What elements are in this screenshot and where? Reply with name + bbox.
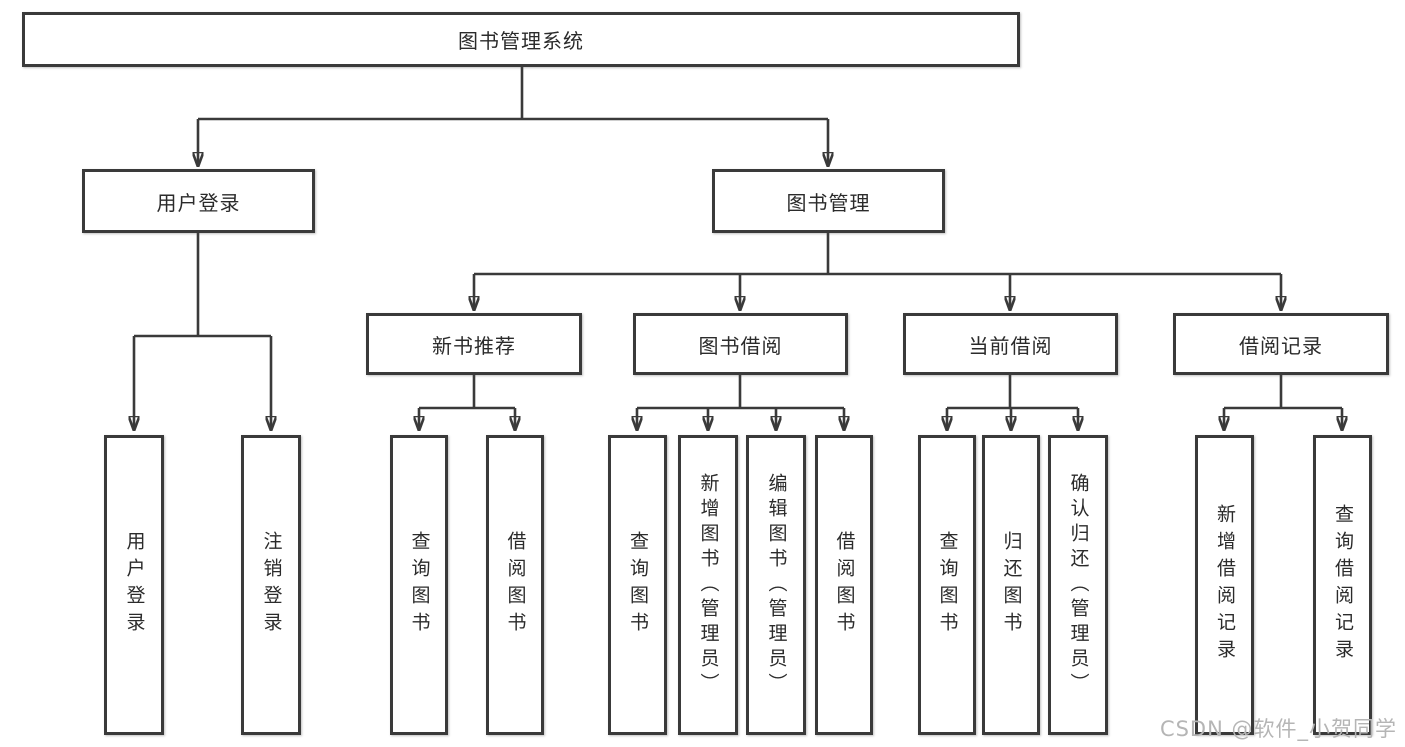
node-borrow-records-label: 借阅记录 <box>1239 333 1323 358</box>
leaf-user-login-label: 用户登录 <box>123 531 146 639</box>
connector-book-borrow-to-leaves <box>637 375 844 429</box>
leaf-user-login: 用户登录 <box>104 435 164 735</box>
node-new-book-recommend-label: 新书推荐 <box>432 333 516 358</box>
leaf-query-books-current: 查询图书 <box>918 435 976 735</box>
node-user-login-label: 用户登录 <box>156 190 241 215</box>
leaf-logout: 注销登录 <box>241 435 301 735</box>
leaf-add-books-admin-label: 新增图书（管理员） <box>697 472 720 698</box>
leaf-return-books: 归还图书 <box>982 435 1040 735</box>
leaf-logout-label: 注销登录 <box>260 531 283 639</box>
leaf-add-borrow-record-label: 新增借阅记录 <box>1214 504 1236 666</box>
connector-borrow-records-to-leaves <box>1224 375 1342 429</box>
connector-new-books-to-leaves <box>419 375 515 429</box>
leaf-edit-books-admin: 编辑图书（管理员） <box>746 435 806 735</box>
leaf-query-books-current-label: 查询图书 <box>936 531 959 639</box>
leaf-confirm-return-admin-label: 确认归还（管理员） <box>1067 472 1090 698</box>
leaf-borrow-books-label: 借阅图书 <box>833 531 856 639</box>
node-new-book-recommend: 新书推荐 <box>366 313 582 375</box>
leaf-query-borrow-record-label: 查询借阅记录 <box>1332 504 1354 666</box>
csdn-watermark: CSDN @软件_小贺同学 <box>1159 717 1397 741</box>
node-current-borrow-label: 当前借阅 <box>968 333 1053 358</box>
leaf-borrow-books: 借阅图书 <box>815 435 873 735</box>
connector-user-login-to-leaves <box>134 233 271 429</box>
node-library-system-label: 图书管理系统 <box>458 29 584 53</box>
leaf-query-books-borrow-label: 查询图书 <box>627 531 649 639</box>
node-book-management-label: 图书管理 <box>786 190 871 215</box>
node-book-borrow-label: 图书借阅 <box>698 333 783 358</box>
leaf-add-books-admin: 新增图书（管理员） <box>678 435 738 735</box>
leaf-query-books-recommend: 查询图书 <box>390 435 448 735</box>
leaf-query-borrow-record: 查询借阅记录 <box>1313 435 1372 735</box>
node-borrow-records: 借阅记录 <box>1173 313 1389 375</box>
leaf-confirm-return-admin: 确认归还（管理员） <box>1048 435 1108 735</box>
leaf-borrow-books-recommend-label: 借阅图书 <box>504 531 527 639</box>
connector-root-to-level2 <box>198 67 828 165</box>
leaf-return-books-label: 归还图书 <box>1000 531 1023 639</box>
connector-book-management-to-level3 <box>474 233 1281 309</box>
node-current-borrow: 当前借阅 <box>903 313 1118 375</box>
leaf-query-books-recommend-label: 查询图书 <box>408 531 431 639</box>
node-library-system: 图书管理系统 <box>22 12 1020 67</box>
node-user-login: 用户登录 <box>82 169 315 233</box>
leaf-borrow-books-recommend: 借阅图书 <box>486 435 544 735</box>
node-book-management: 图书管理 <box>712 169 945 233</box>
leaf-edit-books-admin-label: 编辑图书（管理员） <box>765 472 788 698</box>
connector-current-borrow-to-leaves <box>947 375 1078 429</box>
leaf-query-books-borrow: 查询图书 <box>608 435 667 735</box>
node-book-borrow: 图书借阅 <box>633 313 848 375</box>
leaf-add-borrow-record: 新增借阅记录 <box>1195 435 1254 735</box>
